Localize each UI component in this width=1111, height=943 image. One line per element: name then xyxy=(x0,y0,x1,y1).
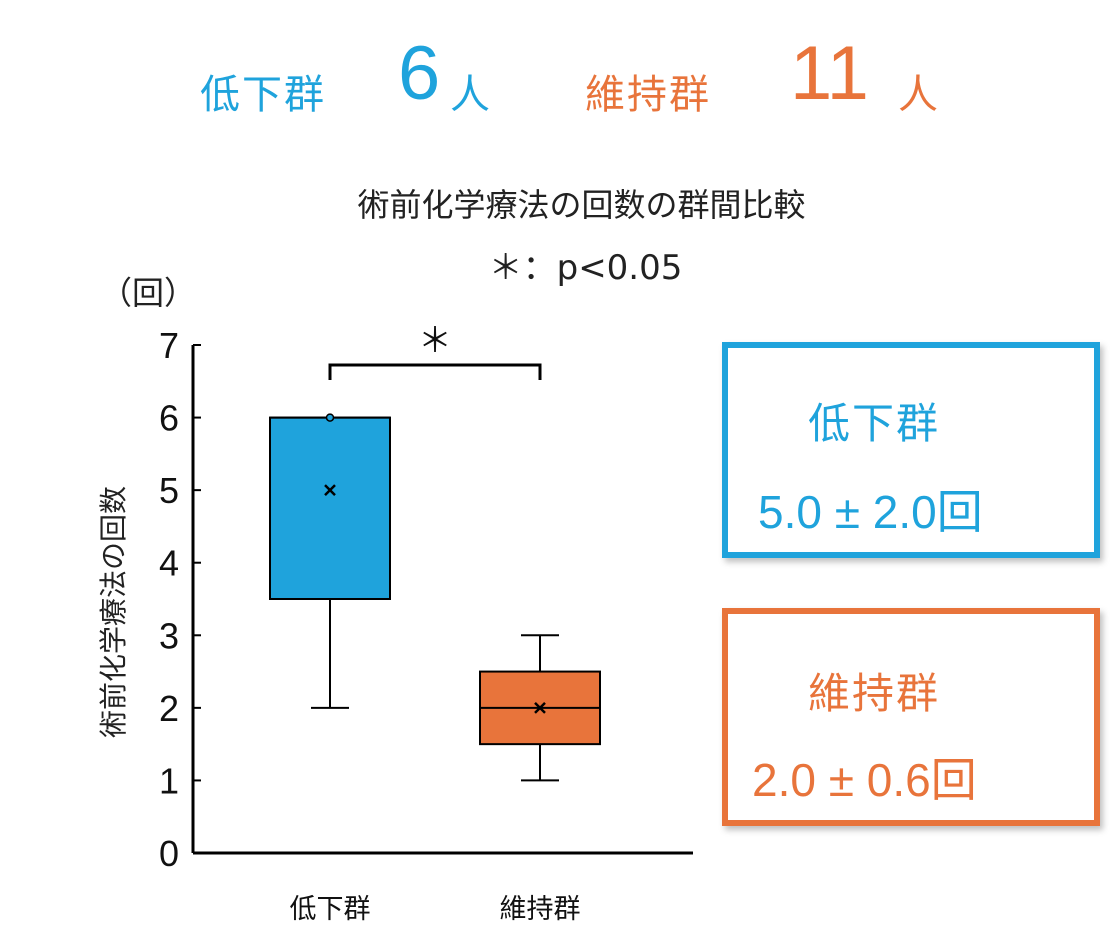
header-keep-group-count: 11 xyxy=(790,31,869,116)
stat-box-low-group-value: 5.0 ± 2.0回 xyxy=(758,486,983,538)
x-tick-label: 低下群 xyxy=(290,894,371,925)
significance-label: ＊ xyxy=(418,321,452,361)
x-tick-label: 維持群 xyxy=(500,894,581,925)
y-tick-label: 1 xyxy=(159,760,179,801)
outlier-point xyxy=(325,413,335,422)
y-tick-label: 0 xyxy=(159,833,179,874)
significance-bracket xyxy=(328,363,542,380)
y-axis-unit: （回） xyxy=(100,274,197,312)
y-tick-label: 7 xyxy=(159,325,179,366)
stat-box-low-group: 低下群 5.0 ± 2.0回 xyxy=(722,342,1100,558)
y-tick-label: 6 xyxy=(159,398,179,439)
box-low xyxy=(269,416,391,601)
mean-marker xyxy=(534,701,546,714)
header-low-group-unit: 人 xyxy=(450,72,490,118)
y-tick-label: 2 xyxy=(159,688,179,729)
stat-box-keep-group-name: 維持群 xyxy=(808,669,941,718)
y-tick-label: 3 xyxy=(159,615,179,656)
header-low-group-label: 低下群 xyxy=(200,72,326,118)
header-low-group-count: 6 xyxy=(398,31,441,116)
chart-subtitle: ＊：p<0.05 xyxy=(488,248,683,288)
stat-box-keep-group-value: 2.0 ± 0.6回 xyxy=(752,754,977,806)
stat-box-keep-group: 維持群 2.0 ± 0.6回 xyxy=(722,608,1100,826)
chart-title: 術前化学療法の回数の群間比較 xyxy=(357,186,806,224)
stat-box-low-group-name: 低下群 xyxy=(808,399,941,448)
mean-marker xyxy=(324,484,336,497)
y-tick-label: 5 xyxy=(159,470,179,511)
header-keep-group-label: 維持群 xyxy=(585,72,711,118)
header-keep-group-unit: 人 xyxy=(898,72,938,118)
y-tick-label: 4 xyxy=(159,543,179,584)
